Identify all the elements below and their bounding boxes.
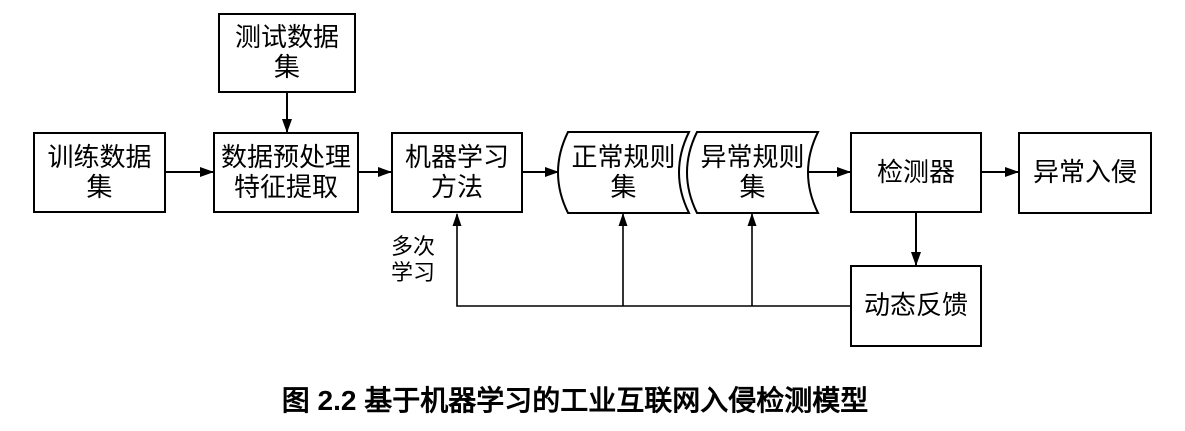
node-label: 机器学习 [404, 142, 509, 172]
node-ml-method: 机器学习 方法 [391, 132, 523, 213]
node-label: 检测器 [876, 157, 955, 187]
node-label: 集 [86, 172, 113, 202]
multi-learning-line: 学习 [391, 260, 436, 285]
arrow-feedback-to-ml [452, 213, 850, 307]
node-label: 方法 [430, 172, 483, 202]
node-label: 集 [610, 172, 637, 202]
node-preprocess: 数据预处理 特征提取 [213, 132, 359, 213]
node-label: 数据预处理 [220, 142, 351, 172]
node-intrusion: 异常入侵 [1018, 132, 1152, 214]
node-detector: 检测器 [850, 132, 982, 213]
node-train-dataset: 训练数据 集 [33, 132, 166, 213]
multi-learning-line: 多次 [391, 234, 436, 259]
figure-caption: 图 2.2 基于机器学习的工业互联网入侵检测模型 [281, 385, 869, 416]
node-abnormal-rules: 异常规则 集 [687, 132, 818, 213]
abnormal-rules-shape [686, 131, 820, 214]
multi-learning-label: 多次 学习 [391, 234, 443, 286]
node-test-dataset: 测试数据 集 [218, 13, 356, 93]
node-label: 异常入侵 [1032, 158, 1137, 187]
node-label: 特征提取 [233, 172, 338, 202]
node-label: 异常规则 [700, 142, 805, 172]
node-normal-rules: 正常规则 集 [558, 132, 689, 213]
node-label: 集 [739, 172, 766, 202]
normal-rules-shape [557, 131, 691, 214]
node-label: 动态反馈 [863, 291, 968, 320]
node-label: 集 [273, 53, 300, 82]
node-dynamic-feedback: 动态反馈 [850, 265, 982, 347]
node-label: 测试数据 [234, 23, 339, 52]
node-label: 训练数据 [47, 142, 152, 172]
node-label: 正常规则 [571, 142, 676, 172]
